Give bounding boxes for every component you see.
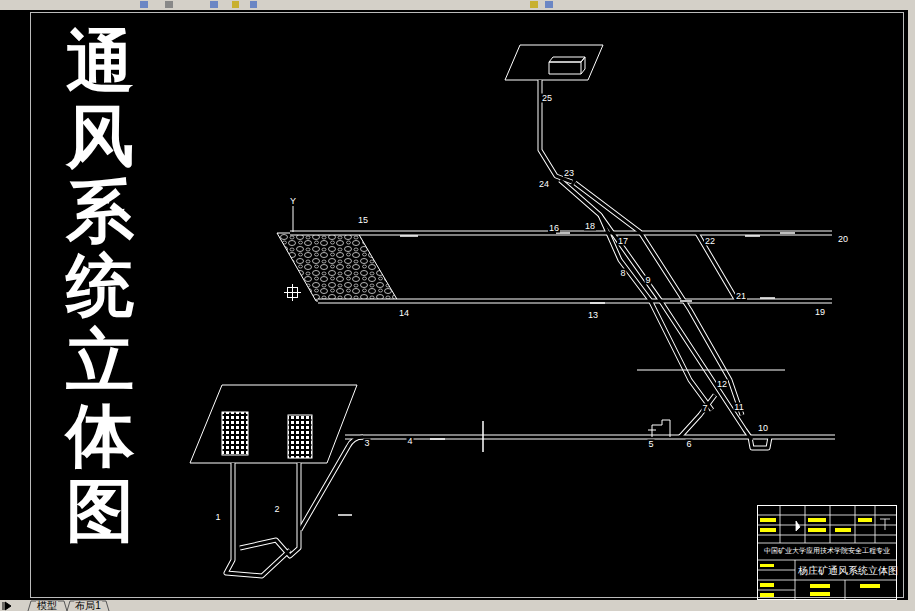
callout-number: 16 xyxy=(548,224,560,233)
school-line: 中国矿业大学应用技术学院安全工程专业 xyxy=(758,547,896,554)
layout-tab: 模型 xyxy=(36,601,58,611)
callout-number: 12 xyxy=(716,380,728,389)
callout-number: 19 xyxy=(814,308,826,317)
toolbar-icon xyxy=(250,1,257,8)
callout-number: 24 xyxy=(538,180,550,189)
callout-number: 23 xyxy=(563,169,575,178)
ucs-cross xyxy=(284,284,301,301)
toolbar-icon xyxy=(210,1,218,8)
airflow-mark xyxy=(338,233,795,515)
callout-number: 22 xyxy=(704,237,716,246)
callout-number: 10 xyxy=(757,424,769,433)
title-block-symbol xyxy=(796,519,890,531)
toolbar-icon xyxy=(165,1,173,8)
vertical-title: 通风系统立体图 xyxy=(66,24,134,548)
callout-number: 8 xyxy=(619,269,626,278)
goaf-area xyxy=(277,233,398,301)
station-structure xyxy=(648,420,670,437)
toolbar-icon xyxy=(545,1,553,8)
surface-platform xyxy=(190,385,357,463)
tab-outline xyxy=(28,601,109,611)
surface-platform xyxy=(505,45,603,80)
building xyxy=(288,415,312,458)
axis-label: Y xyxy=(289,197,297,206)
callout-number: 3 xyxy=(363,439,370,448)
drawing-frame xyxy=(31,13,904,598)
callout-number: 1 xyxy=(214,513,221,522)
level-line xyxy=(637,369,785,370)
title-block-fill xyxy=(760,518,880,597)
toolbar xyxy=(0,0,915,10)
tab-bar xyxy=(0,600,915,611)
callout-number: 13 xyxy=(587,311,599,320)
layout-tab: 布局1 xyxy=(74,601,102,611)
callout-number: 17 xyxy=(617,237,629,246)
callout-number: 14 xyxy=(398,309,410,318)
callout-number: 25 xyxy=(541,94,553,103)
callout-number: 20 xyxy=(837,235,849,244)
callout-number: 4 xyxy=(406,437,413,446)
callout-number: 6 xyxy=(685,440,692,449)
callout-number: 18 xyxy=(584,222,596,231)
toolbar-icon xyxy=(232,1,239,8)
toolbar-icon xyxy=(530,1,538,8)
callout-number: 7 xyxy=(701,404,708,413)
airway-outer xyxy=(226,80,835,576)
callout-number: 9 xyxy=(644,276,651,285)
drawing-name: 杨庄矿通风系统立体图 xyxy=(796,566,900,576)
callout-number: 11 xyxy=(733,403,744,412)
callout-number: 5 xyxy=(647,440,654,449)
fan-house xyxy=(549,57,585,74)
callout-number: 15 xyxy=(357,216,369,225)
callout-number: 21 xyxy=(735,292,747,301)
building xyxy=(222,412,248,455)
title-block: 杨庄矿通风系统立体图 中国矿业大学应用技术学院安全工程专业 xyxy=(757,505,897,600)
nav-arrows xyxy=(3,602,11,610)
regulator xyxy=(482,421,484,452)
airway-inner xyxy=(226,80,835,576)
title-cell: 杨庄矿通风系统立体图 xyxy=(796,563,900,578)
toolbar-icon xyxy=(140,1,148,8)
callout-number: 2 xyxy=(273,505,280,514)
title-block-grid xyxy=(757,505,897,600)
ucs-axis xyxy=(293,206,294,232)
scrollbar xyxy=(908,10,915,600)
